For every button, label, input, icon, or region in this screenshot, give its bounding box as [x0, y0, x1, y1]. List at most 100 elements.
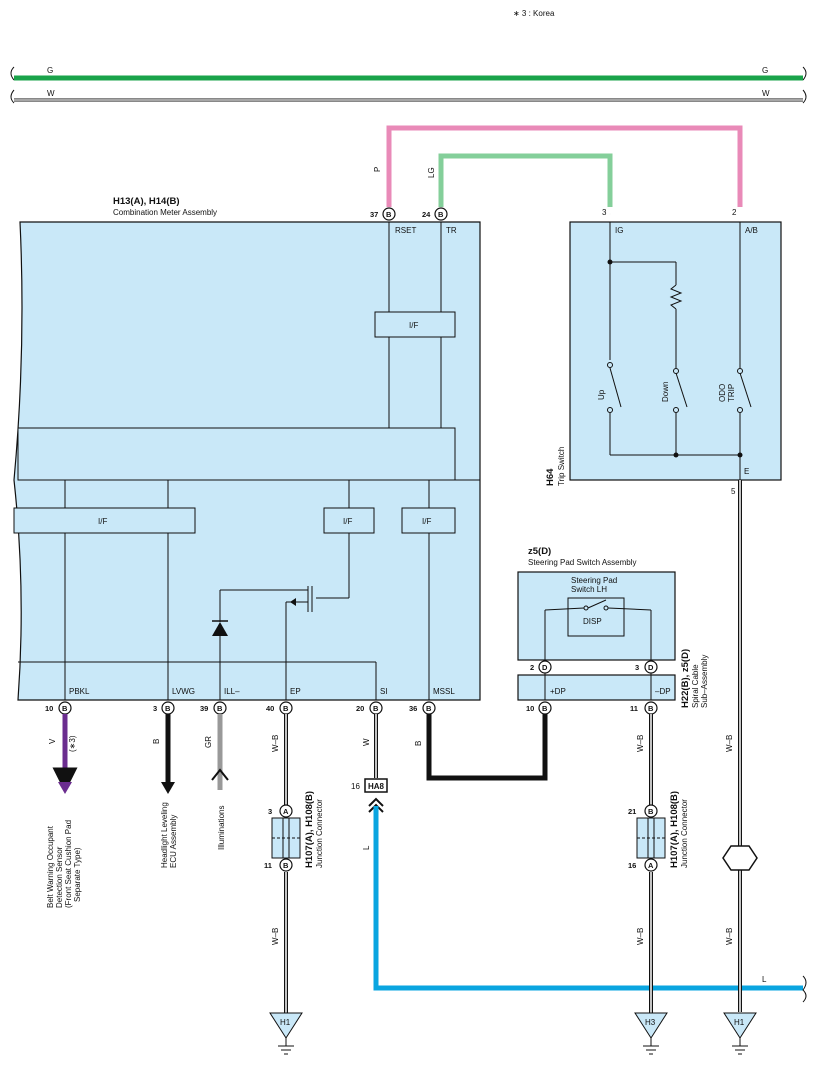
g-label-right: G — [762, 66, 768, 75]
svg-text:B: B — [426, 704, 432, 713]
svg-text:–DP: –DP — [655, 687, 671, 696]
if-label-top: I/F — [409, 321, 418, 330]
svg-text:Junction Connector: Junction Connector — [315, 799, 324, 868]
bus-lines: G G W W — [10, 66, 807, 104]
svg-text:Down: Down — [661, 382, 670, 402]
ground-h1-right: H1 — [723, 1012, 757, 1055]
svg-text:20: 20 — [356, 704, 364, 713]
svg-text:36: 36 — [409, 704, 417, 713]
pin-39-ill: B39 — [200, 701, 227, 715]
svg-text:Spiral Cable: Spiral Cable — [691, 664, 700, 708]
v-label: V — [48, 738, 57, 744]
term-lvwg: LVWG — [172, 687, 195, 696]
g-label-left: G — [47, 66, 53, 75]
l-wire — [373, 806, 803, 991]
dp-ground-wire: W–B W–B — [636, 714, 653, 1015]
svg-text:W–B: W–B — [271, 735, 280, 752]
ep-wire: W–B W–B — [271, 714, 288, 1015]
svg-text:HA8: HA8 — [368, 782, 385, 791]
headlight-dest: Headlight Leveling ECU Assembly — [160, 800, 178, 868]
term-tr: TR — [446, 226, 457, 235]
pin-3-lvwg: B3 — [153, 701, 175, 715]
svg-text:37: 37 — [370, 210, 378, 219]
b-label-1: B — [152, 739, 161, 744]
svg-text:24: 24 — [422, 210, 431, 219]
pin-10-pbkl: B10 — [45, 701, 72, 715]
svg-text:Headlight Leveling ECU A: Headlight Leveling ECU Assembly — [160, 800, 178, 868]
mssl-wire — [426, 714, 548, 781]
svg-text:TRIP: TRIP — [727, 384, 736, 402]
term-si: SI — [380, 687, 388, 696]
svg-text:Trip Switch: Trip Switch — [557, 447, 566, 486]
svg-text:11: 11 — [630, 704, 638, 713]
pin-40-ep: B40 — [266, 701, 293, 715]
svg-text:2: 2 — [732, 208, 737, 217]
l-label-2: L — [762, 975, 767, 984]
ground-h1-left: H1 — [269, 1012, 303, 1055]
svg-text:16: 16 — [628, 861, 636, 870]
svg-text:Up: Up — [597, 389, 606, 400]
w-label-left: W — [47, 89, 55, 98]
svg-text:D: D — [648, 663, 654, 672]
svg-text:Sub–Assembly: Sub–Assembly — [700, 655, 709, 708]
svg-text:H64: H64 — [545, 468, 556, 486]
trip-switch: IG A/B E 3 2 5 Up Down ODO TRIP H64 Trip… — [545, 208, 782, 496]
svg-text:H22(B), z5(D): H22(B), z5(D) — [680, 649, 691, 708]
svg-text:3: 3 — [268, 807, 272, 816]
svg-text:3: 3 — [602, 208, 607, 217]
svg-text:5: 5 — [731, 487, 736, 496]
svg-text:Junction Connector: Junction Connector — [680, 799, 689, 868]
svg-text:Steering Pad Switch Assembly: Steering Pad Switch Assembly — [528, 558, 637, 567]
belt-sensor-dest: Belt Warning Occupant Detection Sensor (… — [46, 818, 82, 908]
meter-code: H13(A), H14(B) — [113, 196, 180, 207]
if-label-1: I/F — [98, 517, 107, 526]
svg-text:+DP: +DP — [550, 687, 566, 696]
lg-wire — [438, 153, 613, 207]
svg-text:B: B — [648, 807, 654, 816]
junction-connector-right: B21 A16 H107(A), H108(B) Junction Connec… — [628, 791, 689, 872]
svg-text:H107(A), H108(B): H107(A), H108(B) — [669, 791, 680, 868]
p-wire-label: P — [373, 167, 382, 172]
korea-note: ∗ 3 : Korea — [513, 9, 555, 18]
term-rset: RSET — [395, 226, 416, 235]
svg-text:A: A — [648, 861, 654, 870]
svg-text:B: B — [283, 861, 289, 870]
svg-text:W–B: W–B — [271, 928, 280, 945]
svg-text:A/B: A/B — [745, 226, 758, 235]
svg-text:B: B — [438, 210, 444, 219]
spiral-cable: +DP –DP H22(B), z5(D) Spiral Cable Sub–A… — [517, 649, 709, 708]
ha8-connector: HA8 16 — [351, 778, 388, 813]
pin-37: B 37 — [370, 207, 396, 221]
svg-text:ODO: ODO — [718, 384, 727, 402]
term-mssl: MSSL — [433, 687, 455, 696]
svg-text:D: D — [542, 663, 548, 672]
svg-text:Steering Pad: Steering Pad — [571, 576, 617, 585]
l-label-1: L — [362, 845, 371, 850]
svg-text:40: 40 — [266, 704, 274, 713]
svg-text:Switch LH: Switch LH — [571, 585, 607, 594]
term-ill: ILL– — [224, 687, 240, 696]
svg-text:Belt Warning Occupant De: Belt Warning Occupant Detection Sensor (… — [46, 818, 82, 908]
svg-text:B: B — [542, 704, 548, 713]
if-label-3: I/F — [422, 517, 431, 526]
svg-text:W–B: W–B — [725, 735, 734, 752]
illuminations-dest: Illuminations — [217, 806, 226, 850]
p-wire — [386, 125, 743, 207]
b-label-2: B — [414, 741, 423, 746]
term-ep: EP — [290, 687, 301, 696]
svg-text:B: B — [165, 704, 171, 713]
svg-text:H107(A), H108(B): H107(A), H108(B) — [304, 791, 315, 868]
svg-text:H1: H1 — [734, 1018, 745, 1027]
spiral-pin-10: B10 — [526, 701, 552, 715]
svg-text:W–B: W–B — [636, 928, 645, 945]
lg-wire-label: LG — [427, 167, 436, 178]
combination-meter: H13(A), H14(B) Combination Meter Assembl… — [13, 196, 481, 701]
junction-connector-left: A3 B11 H107(A), H108(B) Junction Connect… — [264, 791, 324, 872]
v-note: (∗3) — [68, 735, 77, 752]
term-pbkl: PBKL — [69, 687, 90, 696]
svg-text:2: 2 — [530, 663, 534, 672]
svg-text:B: B — [217, 704, 223, 713]
svg-text:B: B — [373, 704, 379, 713]
w-label-right: W — [762, 89, 770, 98]
svg-text:3: 3 — [153, 704, 157, 713]
